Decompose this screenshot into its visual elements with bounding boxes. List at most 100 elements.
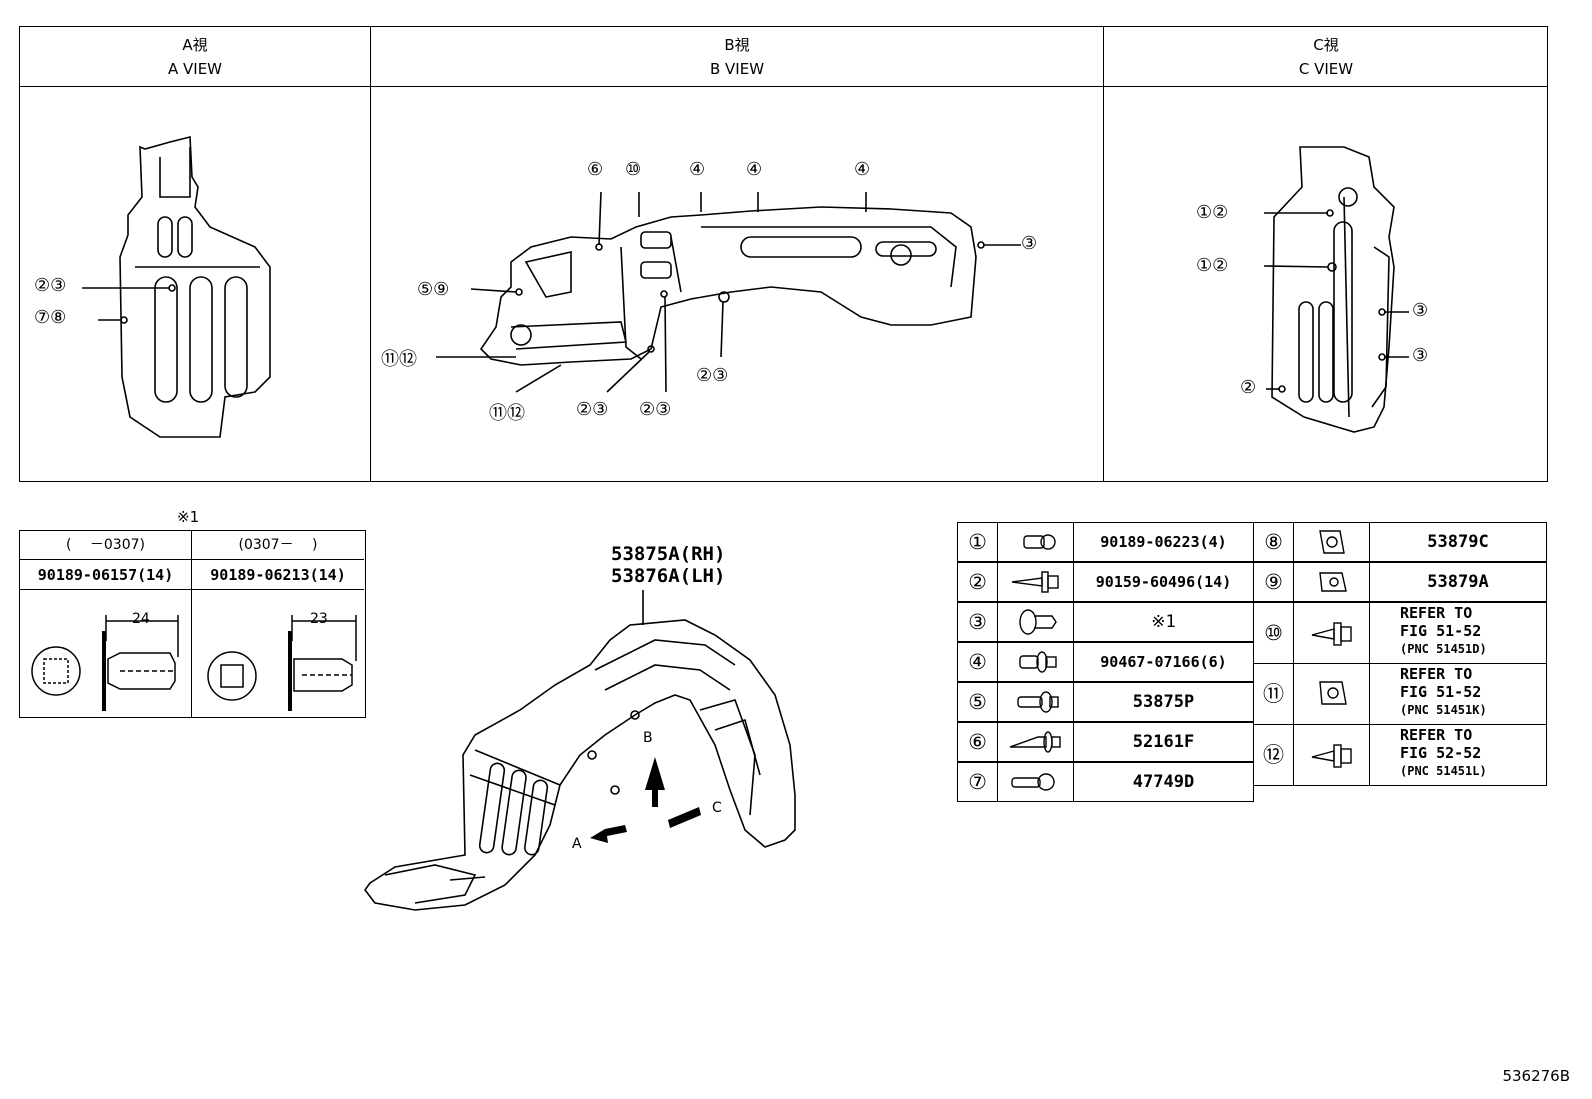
callout-3a: ③ <box>1412 300 1429 321</box>
a-view-header: A視 A VIEW <box>20 27 370 87</box>
callout-4a: ④ <box>689 159 706 180</box>
c-view-body: ①② ①② ③ ③ ② <box>1104 87 1548 481</box>
callout-2-3: ②③ <box>34 275 67 296</box>
parts-row-num: ⑧ <box>1254 523 1294 561</box>
parts-row-ref: REFER TO FIG 52-52 (PNC 51451L) <box>1370 725 1546 785</box>
ref-line-2: FIG 51-52 <box>1400 622 1482 640</box>
b-view-column: B視 B VIEW <box>371 27 1104 481</box>
clip-icon <box>998 763 1074 801</box>
a-view-column: A視 A VIEW ②③ <box>20 27 371 481</box>
parts-row-5: ⑤ 53875P <box>957 682 1254 722</box>
clip-variant-1-part: 90189-06157(14) <box>20 560 191 590</box>
callout-11-12a: ⑪⑫ <box>381 349 417 370</box>
ref-line-2: FIG 51-52 <box>1400 683 1482 701</box>
parts-row-10: ⑩ REFER TO FIG 51-52 (PNC 51451D) <box>1253 602 1547 664</box>
parts-row-part: ※1 <box>1151 612 1176 632</box>
clip-variant-1-icon <box>31 615 179 711</box>
c-view-column: C視 C VIEW <box>1104 27 1548 481</box>
clip-variant-2: (0307－ ) 90189-06213(14) 23 <box>192 531 364 717</box>
callout-1-2b: ①② <box>1196 255 1229 276</box>
parts-row-num: ② <box>958 563 998 601</box>
c-view-title-jp: C視 <box>1313 36 1339 54</box>
clip-variant-1-dim: 24 <box>132 611 150 627</box>
parts-row-12: ⑫ REFER TO FIG 52-52 (PNC 51451L) <box>1253 724 1547 786</box>
parts-row-num: ⑫ <box>1254 725 1294 785</box>
parts-row-8: ⑧ 53879C <box>1253 522 1547 562</box>
clip-variant-table: ( －0307) 90189-06157(14) 24 (0307－ ) 901… <box>19 530 366 718</box>
retainer-icon <box>998 723 1074 761</box>
clip-icon <box>998 643 1074 681</box>
parts-row-num: ⑨ <box>1254 563 1294 601</box>
nut-icon <box>1294 664 1370 724</box>
parts-row-7: ⑦ 47749D <box>957 762 1254 802</box>
arrow-b-label: B <box>643 730 653 746</box>
parts-row-part: 53875P <box>1132 692 1195 712</box>
b-view-title-jp: B視 <box>724 36 750 54</box>
parts-row-ref: REFER TO FIG 51-52 (PNC 51451K) <box>1370 664 1546 724</box>
callout-6: ⑥ <box>587 159 604 180</box>
arrow-c-label: C <box>712 800 722 816</box>
clip-variant-1: ( －0307) 90189-06157(14) 24 <box>20 531 192 717</box>
parts-row-4: ④ 90467-07166(6) <box>957 642 1254 682</box>
a-view-title-en: A VIEW <box>167 60 223 78</box>
nut-icon <box>1294 563 1370 601</box>
a-view-body: ②③ ⑦⑧ <box>20 87 370 481</box>
parts-row-num: ⑤ <box>958 683 998 721</box>
clip-variant-2-range: (0307－ ) <box>192 531 364 560</box>
callout-11-12b: ⑪⑫ <box>489 403 525 424</box>
screw-icon <box>998 563 1074 601</box>
parts-row-num: ① <box>958 523 998 561</box>
clip-note-mark: ※1 <box>177 508 200 526</box>
ref-line-3: (PNC 51451L) <box>1400 764 1487 778</box>
parts-row-num: ④ <box>958 643 998 681</box>
c-view-drawing <box>1263 146 1409 433</box>
clip-variant-2-dim: 23 <box>310 611 328 627</box>
ref-line-3: (PNC 51451D) <box>1400 642 1487 656</box>
parts-row-part: 47749D <box>1132 772 1195 792</box>
b-view-body: ⑥ ⑩ ④ ④ ④ ③ ⑤⑨ ⑪⑫ ⑪⑫ ②③ ②③ ②③ <box>371 87 1103 481</box>
callout-3b: ③ <box>1412 345 1429 366</box>
bolt-icon <box>1294 725 1370 785</box>
parts-row-num: ⑩ <box>1254 603 1294 663</box>
callout-2-3a: ②③ <box>576 399 609 420</box>
parts-row-6: ⑥ 52161F <box>957 722 1254 762</box>
callout-2: ② <box>1240 377 1257 398</box>
parts-row-part: 53879A <box>1427 572 1489 592</box>
b-view-drawing <box>436 191 1021 393</box>
callout-10: ⑩ <box>625 159 642 180</box>
b-view-header: B視 B VIEW <box>371 27 1103 87</box>
parts-row-num: ⑪ <box>1254 664 1294 724</box>
callout-4b: ④ <box>746 159 763 180</box>
ref-line-1: REFER TO <box>1400 665 1473 683</box>
main-part-rh: 53875A(RH) <box>611 543 726 565</box>
parts-row-part: 90159-60496(14) <box>1095 573 1232 591</box>
bolt-icon <box>1294 603 1370 663</box>
views-panel: A視 A VIEW ②③ <box>19 26 1548 482</box>
figure-id: 536276B <box>1502 1067 1570 1085</box>
ref-line-3: (PNC 51451K) <box>1400 703 1487 717</box>
clip-variant-2-part: 90189-06213(14) <box>192 560 364 590</box>
parts-row-num: ③ <box>958 603 998 641</box>
clip-variant-1-range: ( －0307) <box>20 531 191 560</box>
parts-row-part: 90189-06223(4) <box>1100 533 1227 551</box>
clip-variant-2-icon <box>207 615 357 711</box>
parts-row-ref: REFER TO FIG 51-52 (PNC 51451D) <box>1370 603 1546 663</box>
ref-line-1: REFER TO <box>1400 726 1473 744</box>
parts-row-9: ⑨ 53879A <box>1253 562 1547 602</box>
ref-line-2: FIG 52-52 <box>1400 744 1482 762</box>
c-view-title-en: C VIEW <box>1298 60 1354 78</box>
a-view-title-jp: A視 <box>182 36 208 54</box>
callout-1-2a: ①② <box>1196 202 1229 223</box>
arrow-a-label: A <box>572 836 582 852</box>
c-view-header: C視 C VIEW <box>1104 27 1548 87</box>
parts-row-2: ② 90159-60496(14) <box>957 562 1254 602</box>
parts-row-part: 90467-07166(6) <box>1100 653 1227 671</box>
a-view-drawing <box>82 135 271 438</box>
parts-row-3: ③ ※1 <box>957 602 1254 642</box>
callout-7-8: ⑦⑧ <box>34 307 67 328</box>
callout-2-3c: ②③ <box>696 365 729 386</box>
callout-4c: ④ <box>854 159 871 180</box>
callout-5-9: ⑤⑨ <box>417 279 450 300</box>
clip-icon <box>998 523 1074 561</box>
ref-line-1: REFER TO <box>1400 604 1473 622</box>
